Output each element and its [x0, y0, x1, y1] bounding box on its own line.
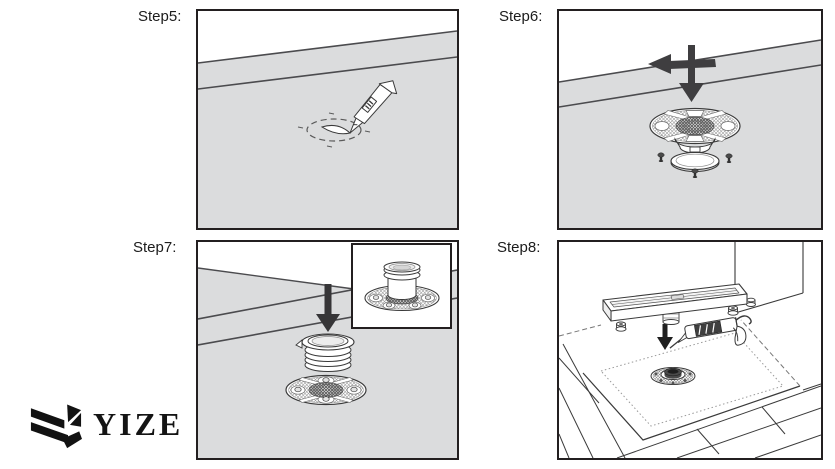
tile-floor [559, 343, 821, 458]
press-and-turn-arrow-icon [648, 45, 716, 102]
step6-panel [557, 9, 823, 230]
utility-knife-icon [349, 80, 398, 134]
press-down-arrow-icon [316, 284, 340, 332]
back-board [198, 268, 354, 319]
drain-flange-icon [285, 374, 367, 406]
assembled-inset [351, 243, 452, 329]
drain-flange-icon [649, 107, 741, 156]
place-down-arrow-icon [657, 324, 673, 350]
step5-panel [196, 9, 459, 230]
cut-marks [297, 112, 371, 148]
step7-illustration-insert-adapter [198, 243, 457, 458]
tray-hidden-edge [740, 319, 801, 387]
caulk-gun-icon [669, 315, 752, 349]
yize-logo-icon [30, 404, 82, 449]
step7-label: Step7: [133, 239, 177, 256]
step8-illustration-install-drain [559, 242, 821, 458]
flange-bolts [294, 377, 358, 402]
tray-dotted-guide [600, 332, 784, 427]
step6-label: Step6: [499, 8, 543, 25]
step8-label: Step8: [497, 239, 541, 256]
brand-logo: YIZE [30, 396, 183, 452]
cut-circle-dashed [306, 118, 362, 142]
step5-illustration-cut-hole [198, 30, 457, 228]
cut-flap [320, 125, 352, 135]
board-edge-line-lower [198, 56, 457, 90]
brand-name: YIZE [93, 406, 184, 442]
linear-drain-channel-icon [602, 283, 748, 322]
screws-icon [657, 152, 733, 178]
step5-label: Step5: [138, 8, 182, 25]
threaded-adapter-icon [295, 333, 355, 372]
floor-flange-icon [650, 367, 696, 385]
board-edge-line-upper [198, 30, 457, 64]
step6-illustration-press-flange [559, 39, 821, 228]
channel-feet [615, 297, 756, 332]
step7-panel [196, 240, 459, 460]
step8-panel [557, 240, 823, 460]
